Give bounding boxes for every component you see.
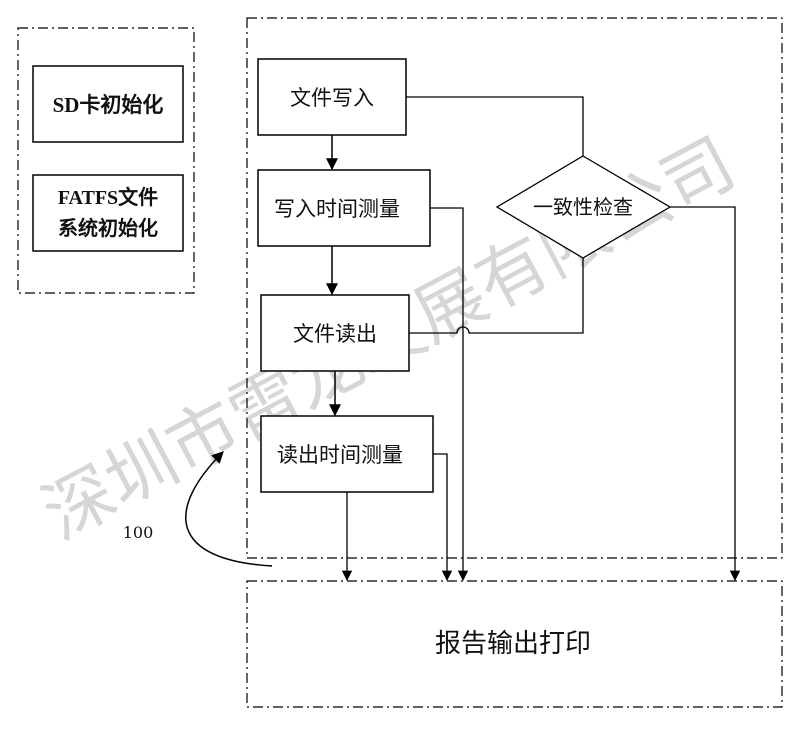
process-container (246, 17, 783, 559)
report-output-label: 报告输出打印 (435, 629, 591, 659)
sd-card-init-box (32, 65, 184, 143)
file-write-box (257, 58, 407, 136)
arrow-check-to-report (670, 206, 741, 582)
write-time-measure-label: 写入时间测量 (274, 197, 400, 221)
arrow-read-time-to-report (433, 453, 453, 582)
file-read-box (260, 294, 410, 372)
init-container (17, 27, 195, 294)
consistency-check-label: 一致性检查 (533, 195, 633, 219)
fatfs-init-box (32, 174, 184, 252)
fatfs-init-label-line2: 系统初始化 (58, 216, 158, 240)
report-container (246, 580, 783, 708)
sd-card-init-label: SD卡初始化 (53, 93, 164, 117)
read-time-measure-box (260, 415, 434, 493)
connector-write-to-check (406, 96, 584, 156)
file-write-label: 文件写入 (290, 86, 374, 110)
file-read-label: 文件读出 (293, 322, 377, 346)
connector-read-to-check (409, 258, 584, 334)
arrow-write-time-to-report (430, 207, 469, 582)
read-time-measure-label: 读出时间测量 (277, 443, 403, 467)
reference-pointer-curve (185, 451, 273, 567)
reference-label-100: 100 (123, 523, 154, 542)
fatfs-init-label-line1: FATFS文件 (58, 185, 158, 209)
